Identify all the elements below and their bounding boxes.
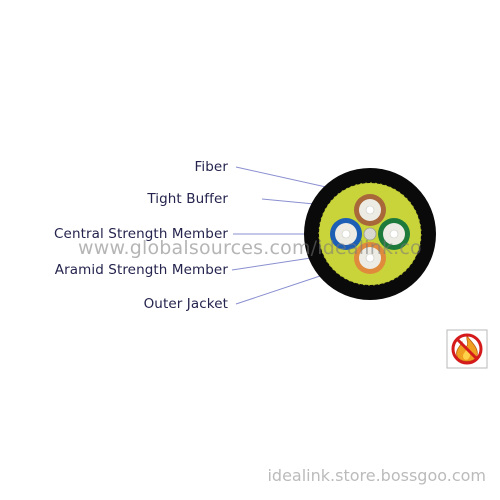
label-tight-buffer: Tight Buffer (147, 191, 228, 207)
label-outer-jacket: Outer Jacket (143, 296, 228, 312)
watermark-globalsources: www.globalsources.com/idealink.co (78, 237, 422, 259)
tight-buffer-green (378, 218, 410, 250)
central-strength-member (363, 227, 377, 241)
tight-buffer-orange (354, 242, 386, 274)
leader-line-outer-jacket (235, 275, 321, 305)
label-fiber: Fiber (194, 159, 228, 175)
label-central-strength-member: Central Strength Member (54, 226, 228, 242)
tight-buffer-brown (354, 194, 386, 226)
label-aramid-strength-member: Aramid Strength Member (54, 262, 228, 278)
fiber-core-orange (365, 253, 375, 263)
fire-hazard-prohibited-icon (446, 329, 488, 369)
aramid-texture (318, 182, 422, 286)
fiber-core-blue (341, 229, 351, 239)
fiber-core-brown (365, 205, 375, 215)
fiber-core-green (389, 229, 399, 239)
tight-buffer-blue (330, 218, 362, 250)
watermark-bossgoo: idealink.store.bossgoo.com (267, 466, 486, 485)
